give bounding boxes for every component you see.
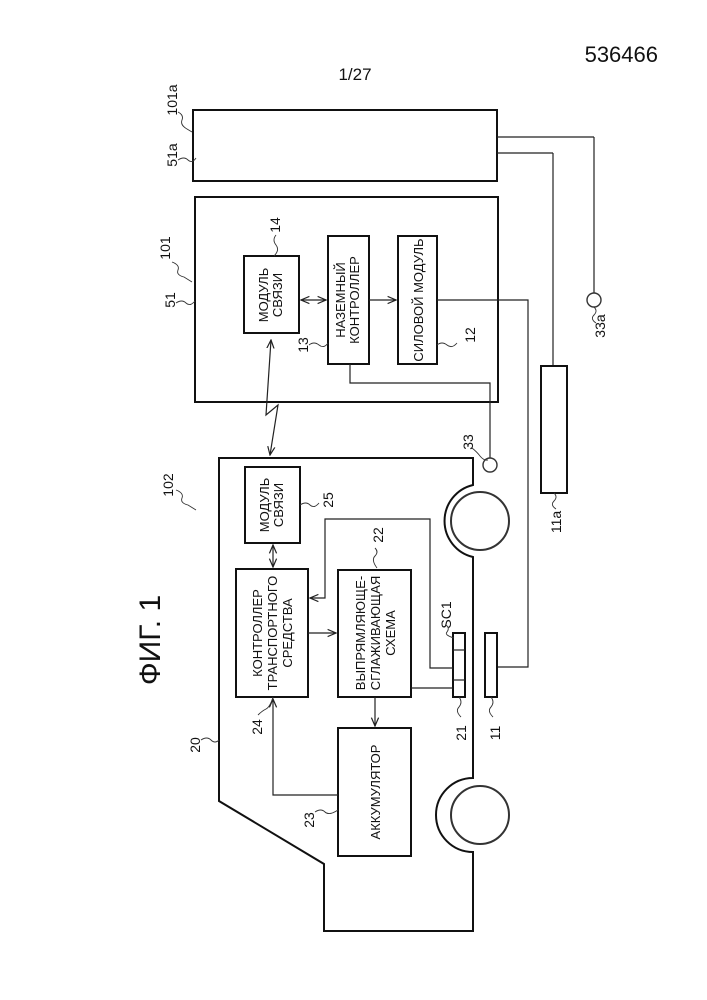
ref-101a: 101a: [164, 84, 180, 115]
svg-text:МОДУЛЬСВЯЗИ: МОДУЛЬСВЯЗИ: [257, 478, 286, 533]
patent-number: 536466: [585, 42, 658, 67]
ref-51a: 51a: [164, 143, 180, 167]
ref-23: 23: [301, 812, 317, 828]
ref-13: 13: [295, 337, 311, 353]
block-label: КОНТРОЛЛЕР: [347, 256, 362, 344]
wheel-front: [451, 492, 509, 550]
ref-51: 51: [162, 292, 178, 308]
figure-title: ФИГ. 1: [134, 595, 167, 685]
block-label: СХЕМА: [383, 610, 398, 656]
ref-11: 11: [487, 726, 503, 741]
ref-33a: 33a: [592, 314, 608, 338]
ref-33: 33: [460, 434, 476, 450]
ref-20: 20: [187, 737, 203, 753]
block-label: СГЛАЖИВАЮЩАЯ: [368, 576, 383, 691]
ref-25: 25: [320, 492, 336, 508]
block-label: СВЯЗИ: [270, 273, 285, 317]
ref-14: 14: [267, 217, 283, 233]
ref-102: 102: [160, 473, 176, 497]
block-label: СИЛОВОЙ МОДУЛЬ: [411, 238, 426, 361]
wheel-rear: [451, 786, 509, 844]
block-label: НАЗЕМНЫЙ: [333, 262, 348, 338]
svg-text:НАЗЕМНЫЙКОНТРОЛЛЕР: НАЗЕМНЫЙКОНТРОЛЛЕР: [333, 256, 362, 344]
ref-21: 21: [453, 725, 469, 741]
receiver-coil-21: [453, 633, 465, 697]
ref-101: 101: [157, 236, 173, 260]
ref-sc1: SC1: [438, 601, 454, 628]
ground-unit-101a: [193, 110, 497, 181]
block-label: МОДУЛЬ: [257, 478, 272, 533]
block-label: ТРАНСПОРТНОГО: [265, 576, 280, 691]
block-label: СРЕДСТВА: [280, 598, 295, 668]
block-label: ВЫПРЯМЛЯЮЩЕ-: [353, 576, 368, 690]
block-label: АККУМУЛЯТОР: [368, 745, 383, 840]
ref-11a: 11a: [548, 511, 564, 534]
ref-22: 22: [370, 527, 386, 543]
coil-11a: [541, 366, 567, 493]
page-number: 1/27: [338, 65, 371, 84]
block-label: КОНТРОЛЛЕР: [250, 589, 265, 677]
block-label: СВЯЗИ: [271, 483, 286, 527]
svg-text:МОДУЛЬСВЯЗИ: МОДУЛЬСВЯЗИ: [256, 268, 285, 323]
ref-12: 12: [462, 327, 478, 343]
transmitter-coil-11: [485, 633, 497, 697]
block-label: МОДУЛЬ: [256, 268, 271, 323]
ref-24: 24: [249, 719, 265, 735]
connector-33a: [587, 293, 601, 307]
